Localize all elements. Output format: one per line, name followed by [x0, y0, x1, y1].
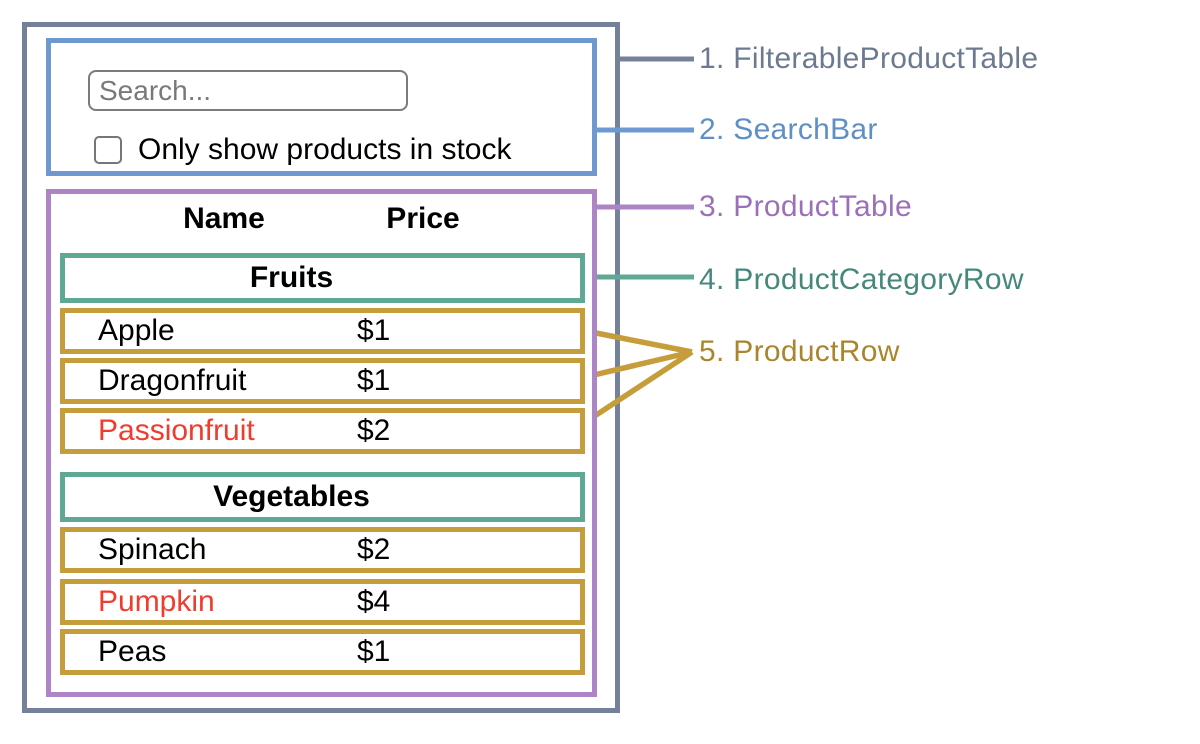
search-input[interactable]: [88, 70, 408, 111]
product-price: $1: [357, 314, 391, 347]
product-price: $1: [357, 364, 391, 397]
product-price: $4: [357, 585, 391, 618]
product-table-box: Name Price Fruits Apple $1 Dragonfruit $…: [46, 189, 597, 697]
legend-product-table: 3. ProductTable: [699, 190, 912, 223]
product-row: Apple $1: [60, 308, 585, 354]
legend-product-row: 5. ProductRow: [699, 335, 900, 368]
category-row-fruits: Fruits: [60, 253, 585, 303]
column-header-price: Price: [386, 202, 460, 235]
product-row: Dragonfruit $1: [60, 358, 585, 404]
product-row: Peas $1: [60, 629, 585, 675]
in-stock-checkbox-label: Only show products in stock: [138, 133, 512, 166]
search-bar-box: Only show products in stock: [46, 38, 597, 176]
legend-product-category-row: 4. ProductCategoryRow: [699, 263, 1024, 296]
product-price: $2: [357, 533, 391, 566]
product-row: Passionfruit $2: [60, 408, 585, 454]
in-stock-checkbox[interactable]: [94, 136, 122, 164]
legend-search-bar: 2. SearchBar: [699, 113, 878, 146]
product-price: $1: [357, 635, 391, 668]
stock-filter-control[interactable]: Only show products in stock: [94, 133, 512, 167]
product-row: Pumpkin $4: [60, 579, 585, 625]
column-header-name: Name: [183, 202, 265, 235]
product-row: Spinach $2: [60, 527, 585, 573]
product-name: Passionfruit: [98, 414, 255, 447]
legend-filterable-product-table: 1. FilterableProductTable: [699, 42, 1039, 75]
product-price: $2: [357, 414, 391, 447]
category-row-vegetables: Vegetables: [60, 472, 585, 522]
product-name: Apple: [98, 314, 175, 347]
product-name: Spinach: [98, 533, 207, 566]
product-name: Pumpkin: [98, 585, 215, 618]
product-name: Peas: [98, 635, 167, 668]
product-name: Dragonfruit: [98, 364, 247, 397]
